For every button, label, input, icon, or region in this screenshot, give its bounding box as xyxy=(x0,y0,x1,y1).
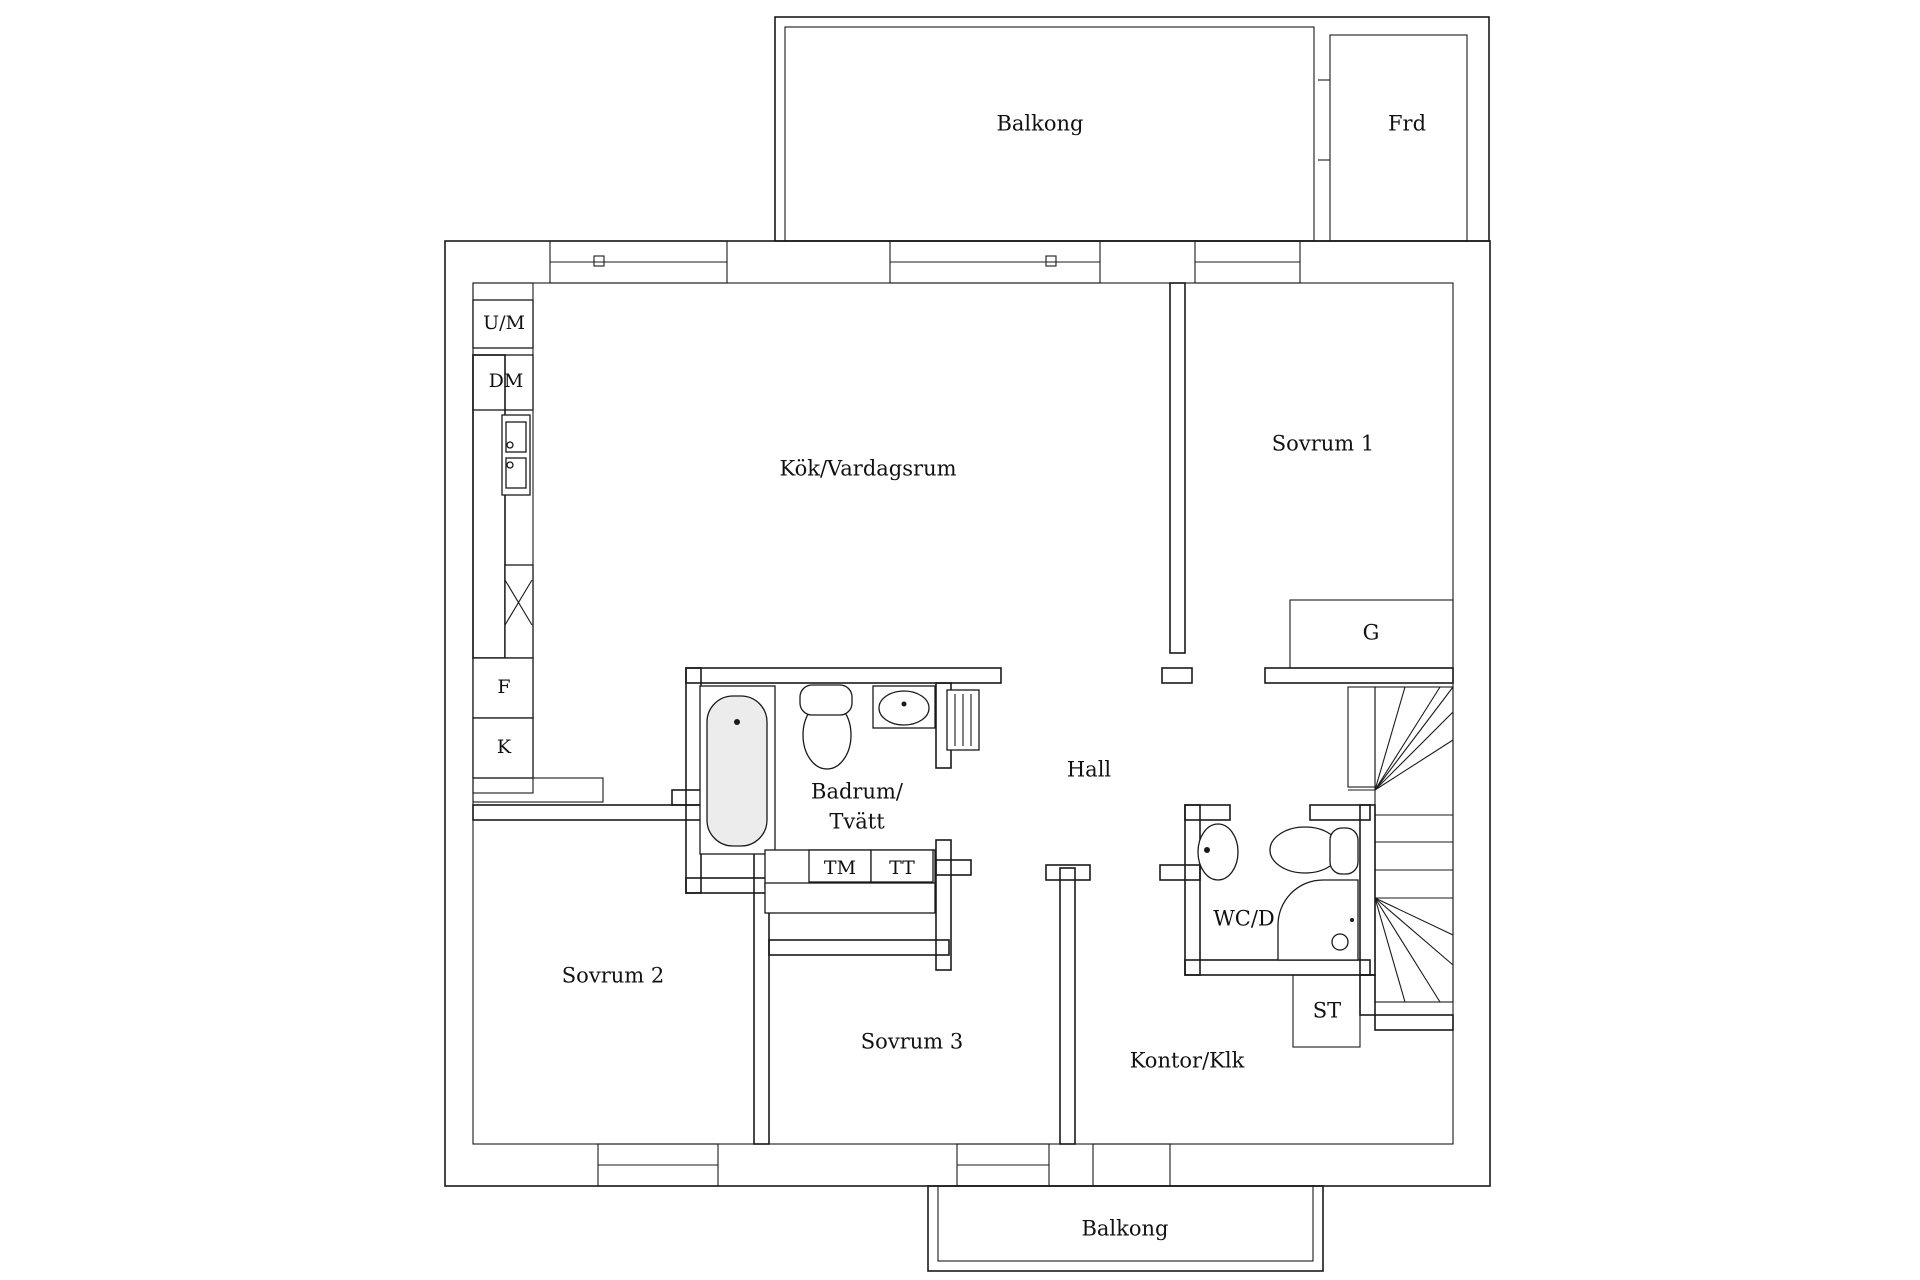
staircase xyxy=(1347,686,1454,1003)
bathtub xyxy=(699,685,776,855)
fridge-label: F xyxy=(497,676,510,698)
frd-storage xyxy=(1318,34,1468,242)
windows-top xyxy=(549,240,1301,284)
balcony-bottom-label: Balkong xyxy=(1081,1217,1168,1241)
balcony-bottom xyxy=(927,1185,1324,1272)
balcony-top xyxy=(774,16,1490,242)
bath-label-line1: Badrum/ xyxy=(811,780,904,804)
freezer-label: K xyxy=(497,736,512,758)
bedroom-2-label: Sovrum 2 xyxy=(562,964,664,988)
wc-sink xyxy=(1197,823,1239,881)
shower xyxy=(1277,879,1359,961)
washer-label: TM xyxy=(824,857,856,879)
frd-label: Frd xyxy=(1388,112,1426,136)
bath-toilet xyxy=(799,684,853,770)
windows-bottom xyxy=(597,1143,1171,1187)
microwave-oven-label: U/M xyxy=(483,312,525,334)
kitchen-living-label: Kök/Vardagsrum xyxy=(779,457,956,481)
dishwasher-label: DM xyxy=(489,370,524,392)
balcony-top-label: Balkong xyxy=(996,112,1083,136)
wc-toilet xyxy=(1269,826,1359,875)
towel-radiator xyxy=(946,689,980,751)
bedroom-3-label: Sovrum 3 xyxy=(861,1030,963,1054)
bath-label-line2: Tvätt xyxy=(829,810,885,834)
kitchen-counter xyxy=(472,282,604,803)
bedroom-1-label: Sovrum 1 xyxy=(1272,432,1374,456)
wardrobe-g-label: G xyxy=(1363,621,1380,645)
bath-sink xyxy=(872,685,936,729)
dryer-label: TT xyxy=(889,857,915,879)
storage-label: ST xyxy=(1313,999,1341,1023)
hall-label: Hall xyxy=(1067,758,1112,782)
laundry-counter xyxy=(764,849,936,914)
office-label: Kontor/Klk xyxy=(1130,1049,1245,1073)
wc-shower-label: WC/D xyxy=(1213,907,1275,931)
